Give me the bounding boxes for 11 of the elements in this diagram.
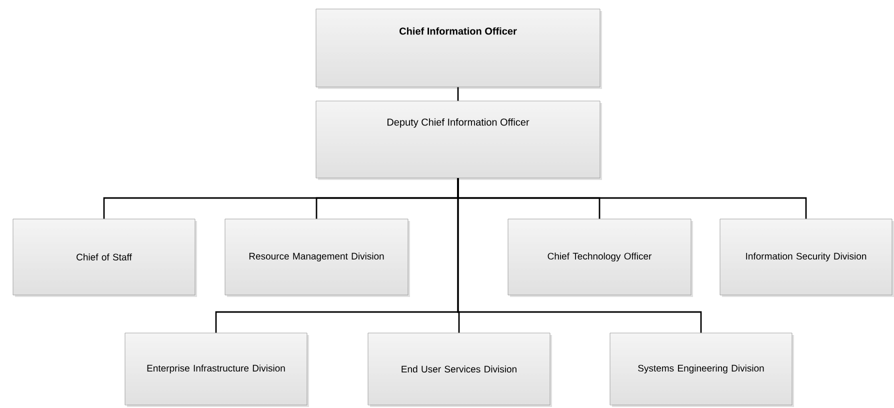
org-box: End User Services Division: [368, 332, 552, 407]
org-box: Chief of Staff: [12, 218, 197, 297]
org-box: Chief Technology Officer: [508, 218, 693, 297]
org-box: Information Security Division: [720, 218, 894, 297]
org-box: Resource Management Division: [224, 218, 410, 297]
org-box: Systems Engineering Division: [610, 332, 794, 407]
org-box: Chief Information Officer: [316, 8, 602, 89]
org-box: Enterprise Infrastructure Division: [124, 332, 309, 407]
connector: [457, 87, 459, 101]
org-box: Deputy Chief Information Officer: [316, 100, 602, 180]
connector: [457, 178, 702, 333]
